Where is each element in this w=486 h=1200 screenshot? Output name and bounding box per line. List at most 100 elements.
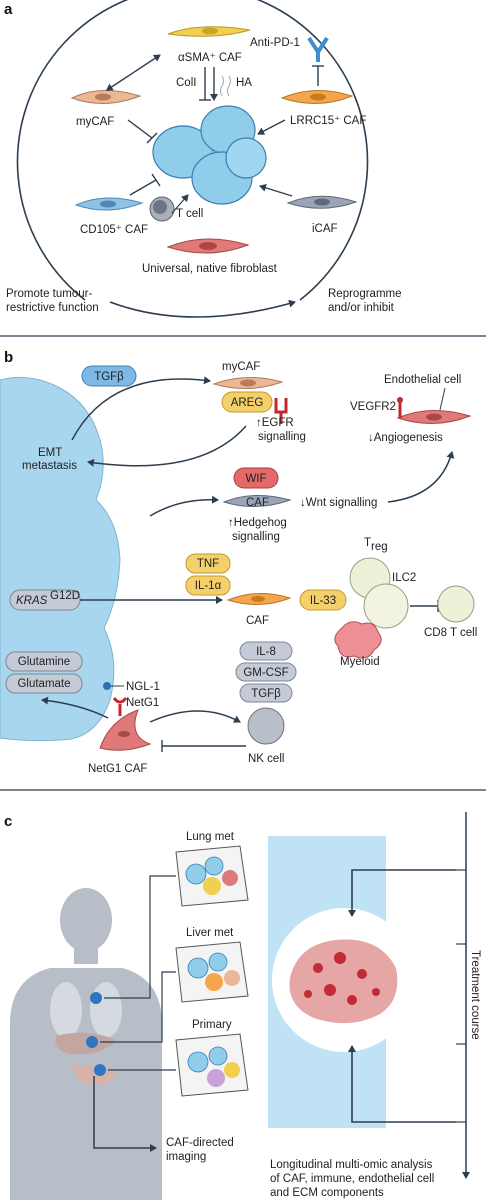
panel-a-label: a <box>4 1 13 18</box>
cd8-cell <box>437 585 475 623</box>
tnf-label: TNF <box>197 558 219 570</box>
tgfb-low-label: TGFβ <box>251 688 281 700</box>
wif-pill <box>233 467 279 489</box>
primary-label: Primary <box>192 1019 232 1031</box>
netg1-caf-cell <box>99 709 152 751</box>
hedgehog-line-1: ↑Hedgehog <box>228 517 287 529</box>
il33-label: IL-33 <box>310 595 336 607</box>
lrrc15-caf-cell <box>280 89 354 105</box>
mycaf-cell <box>70 89 142 105</box>
egfr-receptor-icon <box>274 398 288 424</box>
liver-met-sample <box>175 941 249 1003</box>
wnt-label: ↓Wnt signalling <box>300 497 377 509</box>
tumour-mass <box>0 376 121 742</box>
caf-low-label: CAF <box>246 615 269 627</box>
netg1-label: NetG1 <box>126 697 159 709</box>
promote-line-2: restrictive function <box>6 302 99 314</box>
egfr-line-1: ↑EGFR <box>256 417 294 429</box>
mycaf-label: myCAF <box>76 116 114 128</box>
kras-label: KRAS <box>16 595 48 607</box>
areg-label: AREG <box>231 397 264 409</box>
anti-pd1-label: Anti-PD-1 <box>250 37 300 49</box>
panel-c: c Lung met Liver met <box>4 812 481 1200</box>
cd8-label: CD8 T cell <box>424 627 477 639</box>
tumour-tissue-icon <box>289 939 398 1024</box>
treg-sub-label: reg <box>371 541 388 553</box>
asma-caf-label: αSMA⁺ CAF <box>178 52 242 64</box>
glutamate-pill <box>5 673 83 694</box>
panel-c-label: c <box>4 813 12 830</box>
endothelial-label: Endothelial cell <box>384 374 461 386</box>
il8-label: IL-8 <box>256 646 276 658</box>
bottom-arrow <box>109 299 296 318</box>
panel-b: b TGFβ myCAF AREG ↑EGFR signalling EMT m… <box>0 349 477 775</box>
human-silhouette <box>10 888 162 1200</box>
vegfr2-label: VEGFR2 <box>350 401 396 413</box>
promote-line-1: Promote tumour- <box>6 288 92 300</box>
panel-b-label: b <box>4 349 13 366</box>
primary-sample <box>175 1033 249 1097</box>
ilc2-label: ILC2 <box>392 572 416 584</box>
il1a-pill <box>185 575 231 596</box>
nk-label: NK cell <box>248 753 284 765</box>
ilc2-cell <box>363 583 409 629</box>
caf-mid-label: CAF <box>246 497 269 509</box>
hedgehog-line-2: signalling <box>232 531 280 543</box>
myeloid-label: Myeloid <box>340 656 380 668</box>
icaf-cell <box>286 195 358 209</box>
tumour-cluster <box>152 105 267 205</box>
il8-pill <box>239 641 293 661</box>
nk-cell <box>247 707 285 745</box>
areg-pill <box>221 391 273 413</box>
t-cell-label: T cell <box>176 208 203 220</box>
il1a-label: IL-1α <box>195 580 222 592</box>
universal-fibroblast-cell <box>166 238 250 254</box>
netg1-caf-label: NetG1 CAF <box>88 763 147 775</box>
egfr-line-2: signalling <box>258 431 306 443</box>
emt-line-1: EMT <box>38 447 62 459</box>
imaging-line-2: imaging <box>166 1151 206 1163</box>
caf-low-cell <box>226 592 292 606</box>
tnf-pill <box>185 553 231 574</box>
endothelial-cell <box>396 409 472 425</box>
antibody-icon <box>307 36 329 62</box>
lung-met-sample <box>175 845 249 907</box>
myeloid-cell <box>334 621 382 659</box>
treatment-label: Treatment course <box>469 950 481 1040</box>
netg1-receptor-icon <box>112 697 128 716</box>
tgfb-pill <box>81 365 137 387</box>
universal-label: Universal, native fibroblast <box>142 263 278 275</box>
cd105-caf-cell <box>74 197 144 211</box>
icaf-label: iCAF <box>312 223 338 235</box>
glutamate-label: Glutamate <box>17 678 70 690</box>
emt-line-2: metastasis <box>22 460 77 472</box>
reprogramme-line-2: and/or inhibit <box>328 302 395 314</box>
treg-label: T <box>364 537 371 549</box>
angiogenesis-label: ↓Angiogenesis <box>368 432 443 444</box>
tgfb-top-label: TGFβ <box>94 371 124 383</box>
ngl1-dot <box>103 682 111 690</box>
reprogramme-line-1: Reprogramme <box>328 288 402 300</box>
wif-label: WIF <box>245 473 266 485</box>
kras-sup-label: G12D <box>50 590 80 602</box>
mycaf-b-label: myCAF <box>222 361 260 373</box>
longitudinal-line-3: and ECM components <box>270 1187 384 1199</box>
tgfb-low-pill <box>239 683 293 703</box>
t-cell <box>149 196 175 222</box>
liver-met-label: Liver met <box>186 927 234 939</box>
vegfr2-receptor-icon <box>397 397 403 418</box>
imaging-line-1: CAF-directed <box>166 1137 234 1149</box>
circle-arc <box>16 0 369 301</box>
panel-a: a αSMA⁺ CAF ColI HA Anti-PD-1 <box>4 0 402 318</box>
lrrc15-caf-label: LRRC15⁺ CAF <box>290 115 366 127</box>
asma-caf-cell <box>167 26 251 37</box>
gmcsf-pill <box>235 662 297 682</box>
glutamine-label: Glutamine <box>18 656 70 668</box>
longitudinal-line-2: of CAF, immune, endothelial cell <box>270 1173 434 1185</box>
ha-label: HA <box>236 77 252 89</box>
caf-mid-cell <box>222 494 292 508</box>
ngl1-label: NGL-1 <box>126 681 160 693</box>
longitudinal-line-1: Longitudinal multi-omic analysis <box>270 1159 433 1171</box>
mycaf-b-cell <box>212 376 284 390</box>
